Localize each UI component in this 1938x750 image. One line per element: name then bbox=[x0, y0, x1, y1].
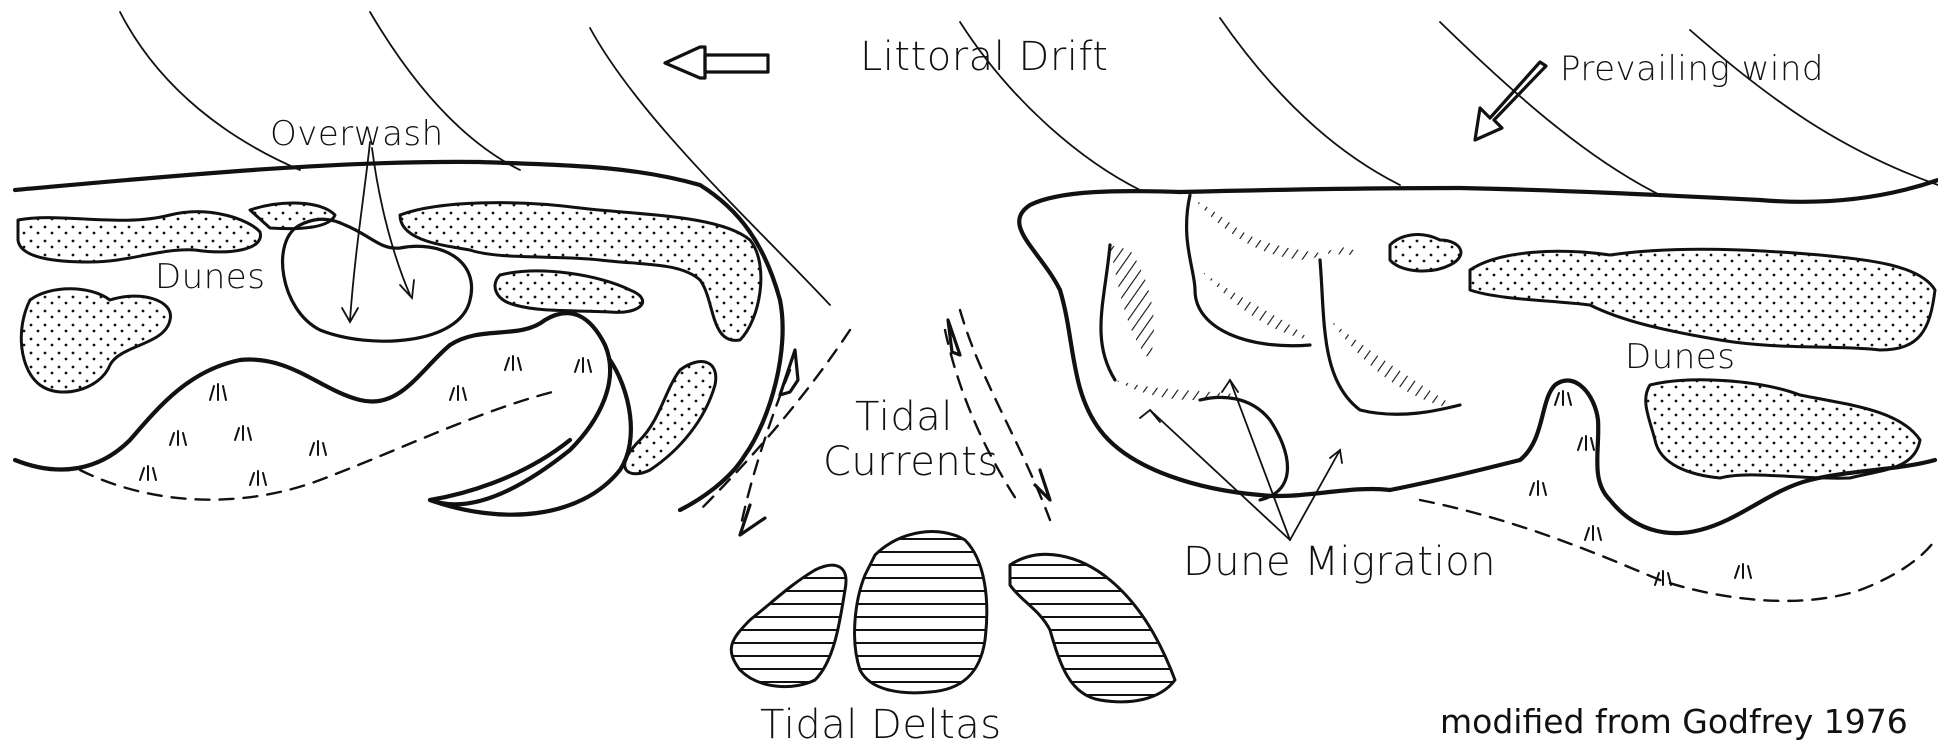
dune-migration-label: Dune Migration bbox=[1183, 539, 1496, 585]
dunes-right-label: Dunes bbox=[1625, 337, 1735, 377]
tidal-currents-label-line1: Tidal bbox=[855, 394, 953, 440]
credit-label: modified from Godfrey 1976 bbox=[1440, 702, 1908, 741]
tidal-currents-label-line2: Currents bbox=[823, 439, 999, 485]
littoral-drift-arrow bbox=[665, 47, 768, 78]
tidal-deltas bbox=[731, 532, 1175, 702]
marsh-grass-left bbox=[140, 356, 591, 485]
overwash-label: Overwash bbox=[270, 114, 444, 154]
tidal-deltas-label: Tidal Deltas bbox=[760, 702, 1002, 748]
prevailing-wind-arrow bbox=[1475, 62, 1546, 140]
left-barrier-island bbox=[15, 142, 783, 515]
prevailing-wind-label: Prevailing wind bbox=[1560, 49, 1824, 89]
littoral-drift-label: Littoral Drift bbox=[860, 34, 1108, 80]
right-barrier-island bbox=[1019, 180, 1938, 601]
dunes-left-label: Dunes bbox=[155, 257, 265, 297]
